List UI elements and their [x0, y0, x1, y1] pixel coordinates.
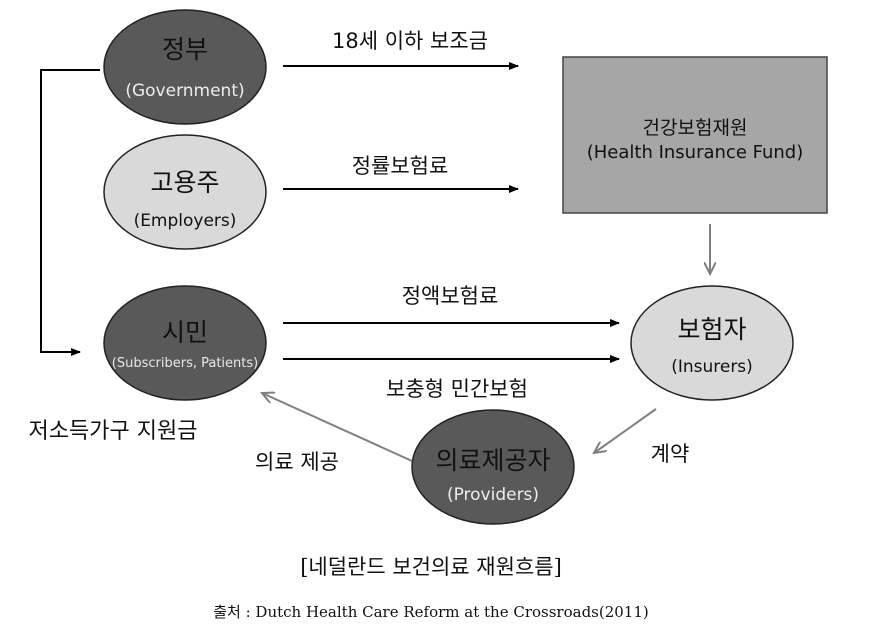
providers-title: 의료제공자 [435, 446, 550, 475]
providers-subtitle: (Providers) [447, 485, 539, 505]
fund-node: 건강보험재원 (Health Insurance Fund) [562, 56, 828, 214]
source-citation: 출처 : Dutch Health Care Reform at the Cro… [213, 603, 649, 621]
prov-to-cit-arrow [262, 393, 413, 462]
fund-title: 건강보험재원 [643, 117, 748, 139]
emp-to-fund-label: 정률보험료 [352, 154, 449, 178]
ins-to-prov-arrow [594, 408, 657, 453]
providers-ellipse [411, 409, 575, 525]
employers-ellipse [103, 134, 267, 250]
gov-to-cit-bracket-arrow [40, 69, 100, 356]
fund-subtitle: (Health Insurance Fund) [587, 142, 804, 163]
insurers-ellipse [630, 285, 794, 401]
fund-box [562, 56, 828, 214]
providers-node: 의료제공자 (Providers) [411, 409, 575, 525]
government-title: 정부 [162, 35, 208, 64]
cit-to-ins-label-1: 정액보험료 [402, 284, 499, 308]
gov-to-cit-label: 저소득가구 지원금 [29, 419, 198, 444]
insurers-title: 보험자 [677, 315, 746, 344]
citizens-title: 시민 [162, 318, 208, 347]
citizens-node: 시민 (Subscribers, Patients) [103, 285, 267, 401]
insurers-subtitle: (Insurers) [671, 357, 753, 377]
prov-to-cit-label: 의료 제공 [255, 450, 339, 474]
employers-node: 고용주 (Employers) [103, 134, 267, 250]
government-subtitle: (Government) [125, 81, 244, 101]
employers-subtitle: (Employers) [134, 211, 237, 231]
cit-to-ins-label-2: 보충형 민간보험 [386, 377, 528, 401]
employers-title: 고용주 [150, 168, 219, 197]
government-ellipse [103, 9, 267, 125]
insurers-node: 보험자 (Insurers) [630, 285, 794, 401]
gov-to-fund-label: 18세 이하 보조금 [332, 29, 488, 53]
citizens-subtitle: (Subscribers, Patients) [112, 356, 258, 371]
citizens-ellipse [103, 285, 267, 401]
government-node: 정부 (Government) [103, 9, 267, 125]
ins-to-prov-label: 계약 [651, 442, 690, 466]
diagram-caption: [네덜란드 보건의료 재원흐름] [300, 555, 562, 579]
